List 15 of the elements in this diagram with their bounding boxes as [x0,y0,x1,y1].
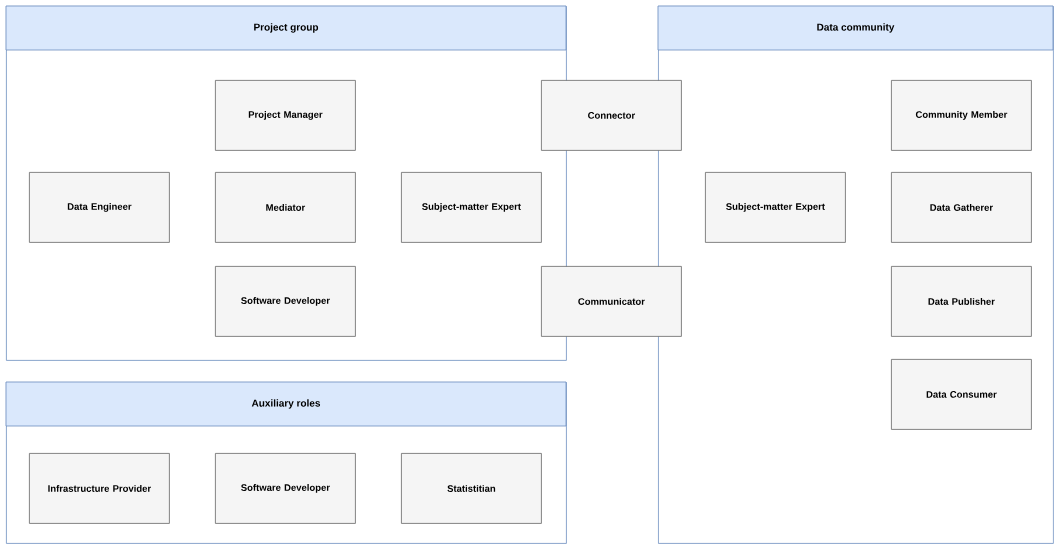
role-box: Project Manager [215,80,356,151]
role-box: Subject-matter Expert [705,172,846,243]
role-box: Infrastructure Provider [29,453,170,524]
role-box: Community Member [891,80,1032,151]
role-box: Subject-matter Expert [401,172,542,243]
role-box: Data Publisher [891,266,1032,337]
role-box: Software Developer [215,266,356,337]
role-box: Data Gatherer [891,172,1032,243]
role-box: Connector [541,80,682,151]
role-box: Communicator [541,266,682,337]
role-box: Data Engineer [29,172,170,243]
role-box: Statistitian [401,453,542,524]
role-box: Mediator [215,172,356,243]
role-box: Data Consumer [891,359,1032,430]
role-box: Software Developer [215,453,356,524]
